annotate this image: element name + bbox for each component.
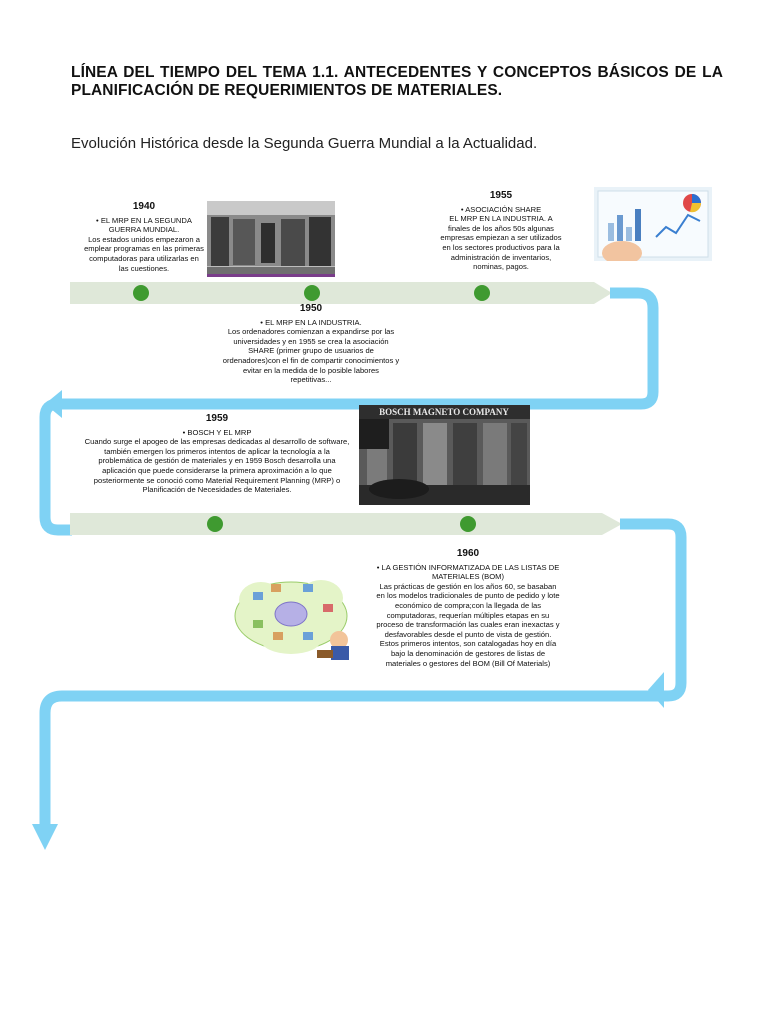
event-heading: EL MRP EN LA INDUSTRIA.	[222, 318, 400, 328]
event-year: 1950	[299, 303, 323, 314]
connector-arrowhead-2	[648, 672, 664, 708]
timeline-arrow-row1	[70, 282, 612, 304]
event-heading: ASOCIACIÓN SHARE	[438, 205, 564, 215]
connector-right-1	[62, 287, 659, 410]
computer-room-photo	[207, 201, 335, 277]
event-heading: EL MRP EN LA SEGUNDA GUERRA MUNDIAL.	[84, 216, 204, 235]
event-year: 1959	[205, 413, 229, 424]
timeline-dot-1959	[207, 516, 223, 532]
event-1940: 1940 EL MRP EN LA SEGUNDA GUERRA MUNDIAL…	[84, 202, 204, 273]
timeline-dot-1955	[474, 285, 490, 301]
event-body: Cuando surge el apogeo de las empresas d…	[84, 437, 350, 495]
event-body: Los ordenadores comienzan a expandirse p…	[222, 327, 400, 385]
page-subtitle: Evolución Histórica desde la Segunda Gue…	[71, 135, 538, 152]
bosch-building-photo: BOSCH MAGNETO COMPANY	[359, 405, 530, 505]
connector-right-2	[62, 518, 687, 702]
connector-left-2	[39, 690, 63, 832]
event-heading: BOSCH Y EL MRP	[82, 428, 352, 438]
event-1959: 1959 BOSCH Y EL MRP Cuando surge el apog…	[82, 414, 352, 495]
timeline-dot-1960	[460, 516, 476, 532]
event-1960: 1960 LA GESTIÓN INFORMATIZADA DE LAS LIS…	[376, 549, 560, 668]
event-year: 1940	[132, 201, 156, 212]
analytics-screen-photo	[594, 187, 712, 261]
event-body: Las prácticas de gestión en los años 60,…	[376, 581, 560, 668]
event-heading: LA GESTIÓN INFORMATIZADA DE LAS LISTAS D…	[376, 563, 560, 582]
event-body: Los estados unidos empezaron a emplear p…	[84, 234, 204, 273]
event-1955: 1955 ASOCIACIÓN SHARE EL MRP EN LA INDUS…	[438, 191, 564, 272]
bom-cloud-diagram	[233, 570, 359, 662]
event-year: 1960	[456, 548, 480, 559]
bosch-sign-text: BOSCH MAGNETO COMPANY	[379, 407, 509, 417]
page-title: LÍNEA DEL TIEMPO DEL TEMA 1.1. ANTECEDEN…	[71, 64, 723, 99]
event-year: 1955	[489, 190, 513, 201]
timeline-arrow-row2	[70, 513, 622, 535]
connector-arrowhead-3	[32, 824, 58, 850]
timeline-dot-1950	[304, 285, 320, 301]
event-body: EL MRP EN LA INDUSTRIA. A finales de los…	[440, 214, 562, 272]
connector-left-1	[39, 398, 72, 536]
timeline-dot-1940	[133, 285, 149, 301]
event-1950: 1950 EL MRP EN LA INDUSTRIA. Los ordenad…	[222, 304, 400, 385]
